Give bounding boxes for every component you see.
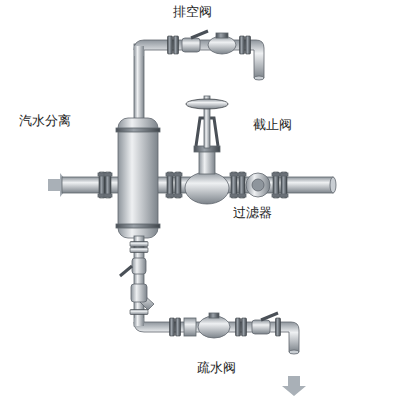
valve-label: 疏水阀 <box>196 360 237 376</box>
separator-label: 汽水分离 <box>18 113 72 129</box>
valve-label: 截止阀 <box>252 117 293 133</box>
strainer-label: 过滤器 <box>232 205 273 221</box>
valve-label: 排空阀 <box>172 4 213 20</box>
